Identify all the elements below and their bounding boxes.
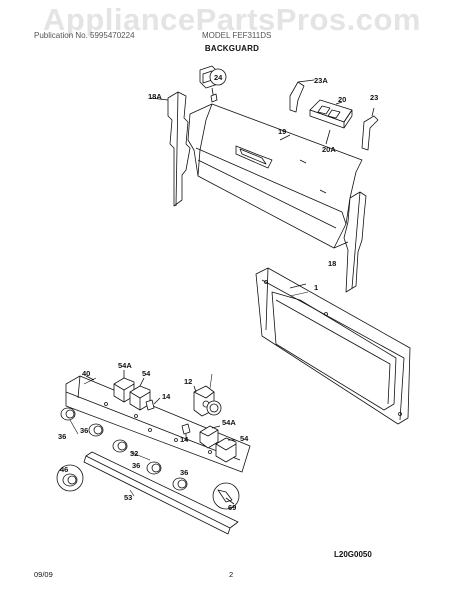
part-switch-12: [193, 385, 222, 417]
callout-23: 23: [370, 93, 378, 102]
part-bracket-23A: [289, 79, 315, 113]
callout-20A: 20A: [322, 145, 336, 154]
part-end-cap-right-18: [333, 191, 367, 293]
part-knob-36-c: [146, 461, 162, 475]
watermark: AppliancePartsPros.com: [43, 2, 421, 37]
part-knob-36-d: [172, 477, 188, 491]
callout-36-c: 36: [132, 461, 140, 470]
diagram-code: L20G0050: [334, 550, 372, 559]
callout-19: 19: [278, 127, 286, 136]
part-timer-20: [309, 99, 353, 145]
part-knob-32: [112, 439, 128, 453]
callout-1: 1: [314, 283, 318, 292]
part-trim-53: [83, 451, 239, 535]
callout-18A: 18A: [148, 92, 162, 101]
part-back-panel-1: [255, 267, 411, 425]
part-component-14-top: [145, 397, 161, 411]
part-knob-36-b: [88, 423, 104, 437]
part-control-panel-40: [65, 375, 251, 473]
page-number: 2: [229, 570, 234, 579]
callout-40: 40: [82, 369, 90, 378]
callout-12: 12: [184, 377, 192, 386]
callout-14-top: 14: [162, 392, 171, 401]
part-end-cap-left-18A: [149, 91, 191, 207]
callout-54A-bottom: 54A: [222, 418, 236, 427]
callout-54-top: 54: [142, 369, 151, 378]
diagram-title: BACKGUARD: [204, 44, 260, 53]
callout-54-bottom: 54: [240, 434, 249, 443]
callout-labels: 24 18A 23A 20 23 19 20A 18 1 40 54A 54 1…: [58, 73, 378, 512]
part-knob-36-a: [60, 407, 76, 421]
part-knob-46-detail: [56, 464, 84, 492]
callout-69: 69: [228, 503, 236, 512]
callout-36-a: 36: [58, 432, 66, 441]
publication-number: Publication No. 5995470224: [34, 31, 135, 40]
callout-18: 18: [328, 259, 336, 268]
callout-20: 20: [338, 95, 346, 104]
footer-date: 09/09: [34, 570, 53, 579]
callout-36-d: 36: [180, 468, 188, 477]
callout-14-bottom: 14: [180, 435, 189, 444]
part-bracket-23: [361, 107, 379, 151]
part-component-14-bottom: [181, 423, 191, 440]
part-switch-54-bottom: [215, 437, 237, 463]
part-backguard-panel-19: [187, 103, 363, 249]
part-switch-54A-bottom: [199, 425, 221, 449]
part-clip-24: [199, 65, 227, 103]
callout-24: 24: [214, 73, 223, 82]
leader-lines: [69, 291, 309, 497]
callout-53: 53: [124, 493, 132, 502]
callout-54A-top: 54A: [118, 361, 132, 370]
part-screw-69-detail: [212, 482, 240, 510]
callout-23A: 23A: [314, 76, 328, 85]
callout-32: 32: [130, 449, 138, 458]
callout-36-b: 36: [80, 426, 88, 435]
model-number: MODEL FEF311DS: [202, 31, 272, 40]
callout-46: 46: [60, 465, 68, 474]
